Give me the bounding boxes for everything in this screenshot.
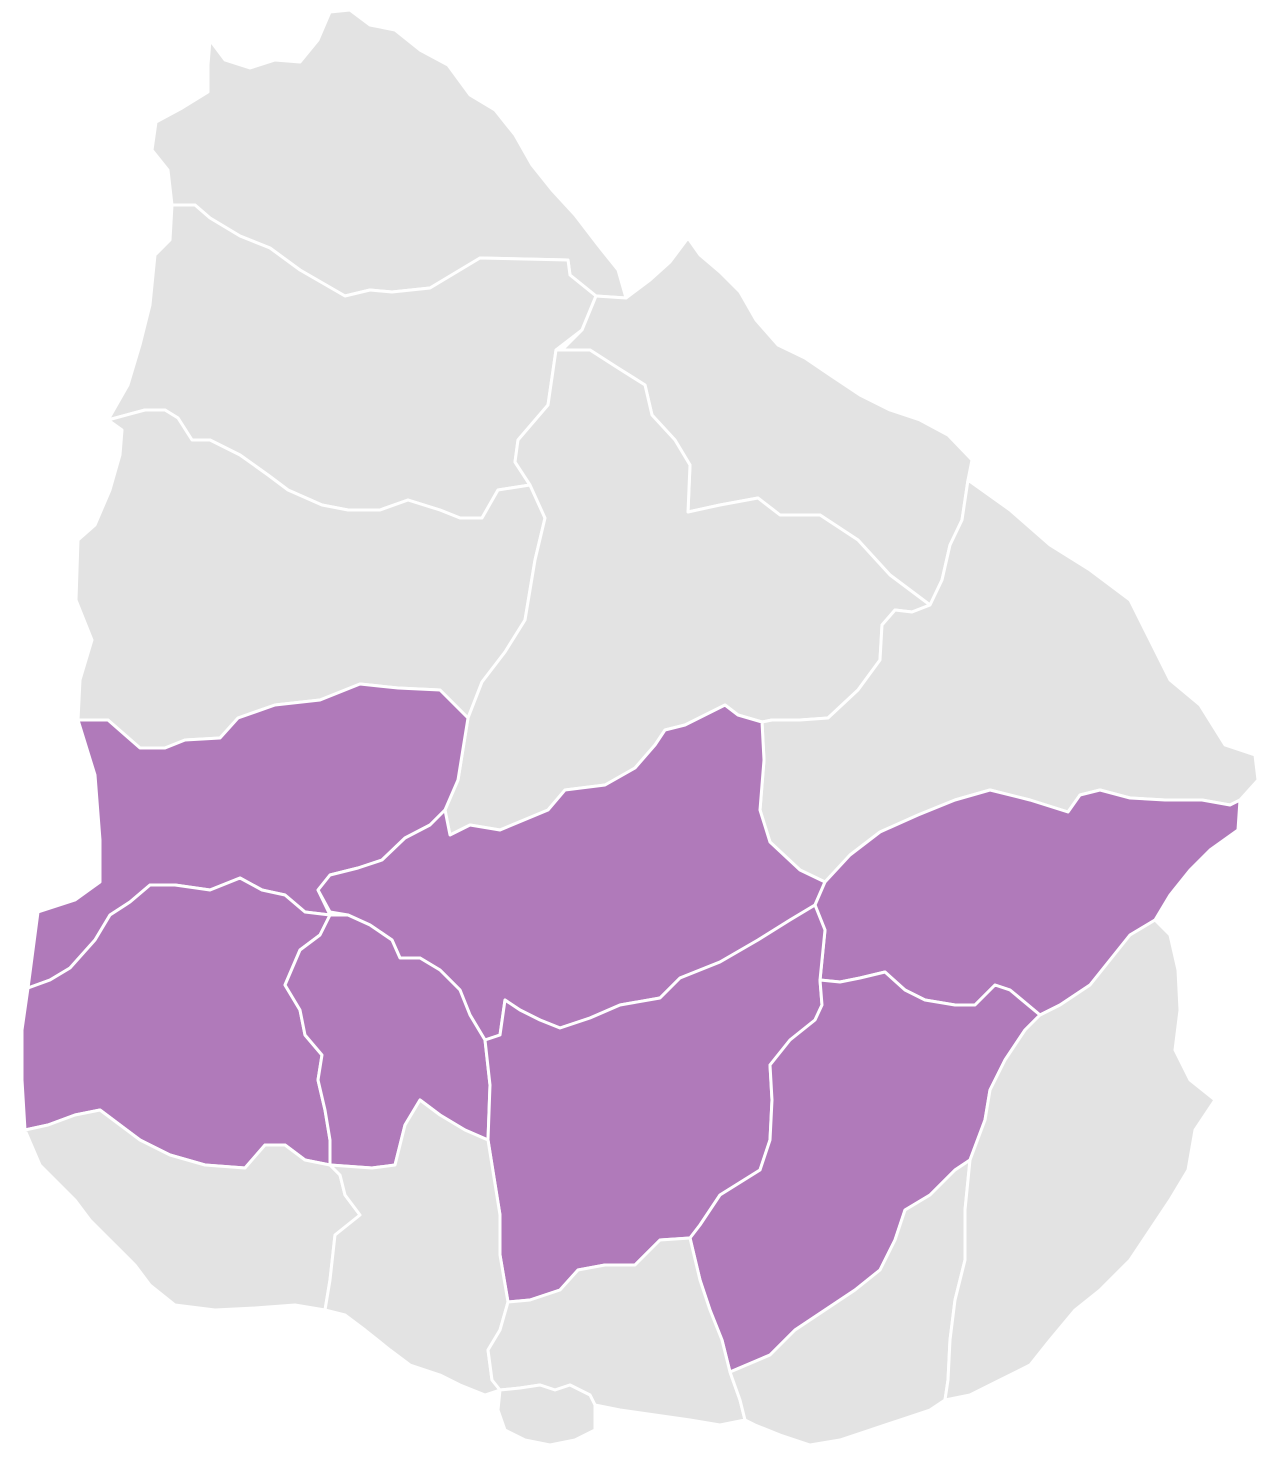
department-montevideo[interactable] [496, 1383, 597, 1447]
department-rocha[interactable] [943, 918, 1217, 1402]
